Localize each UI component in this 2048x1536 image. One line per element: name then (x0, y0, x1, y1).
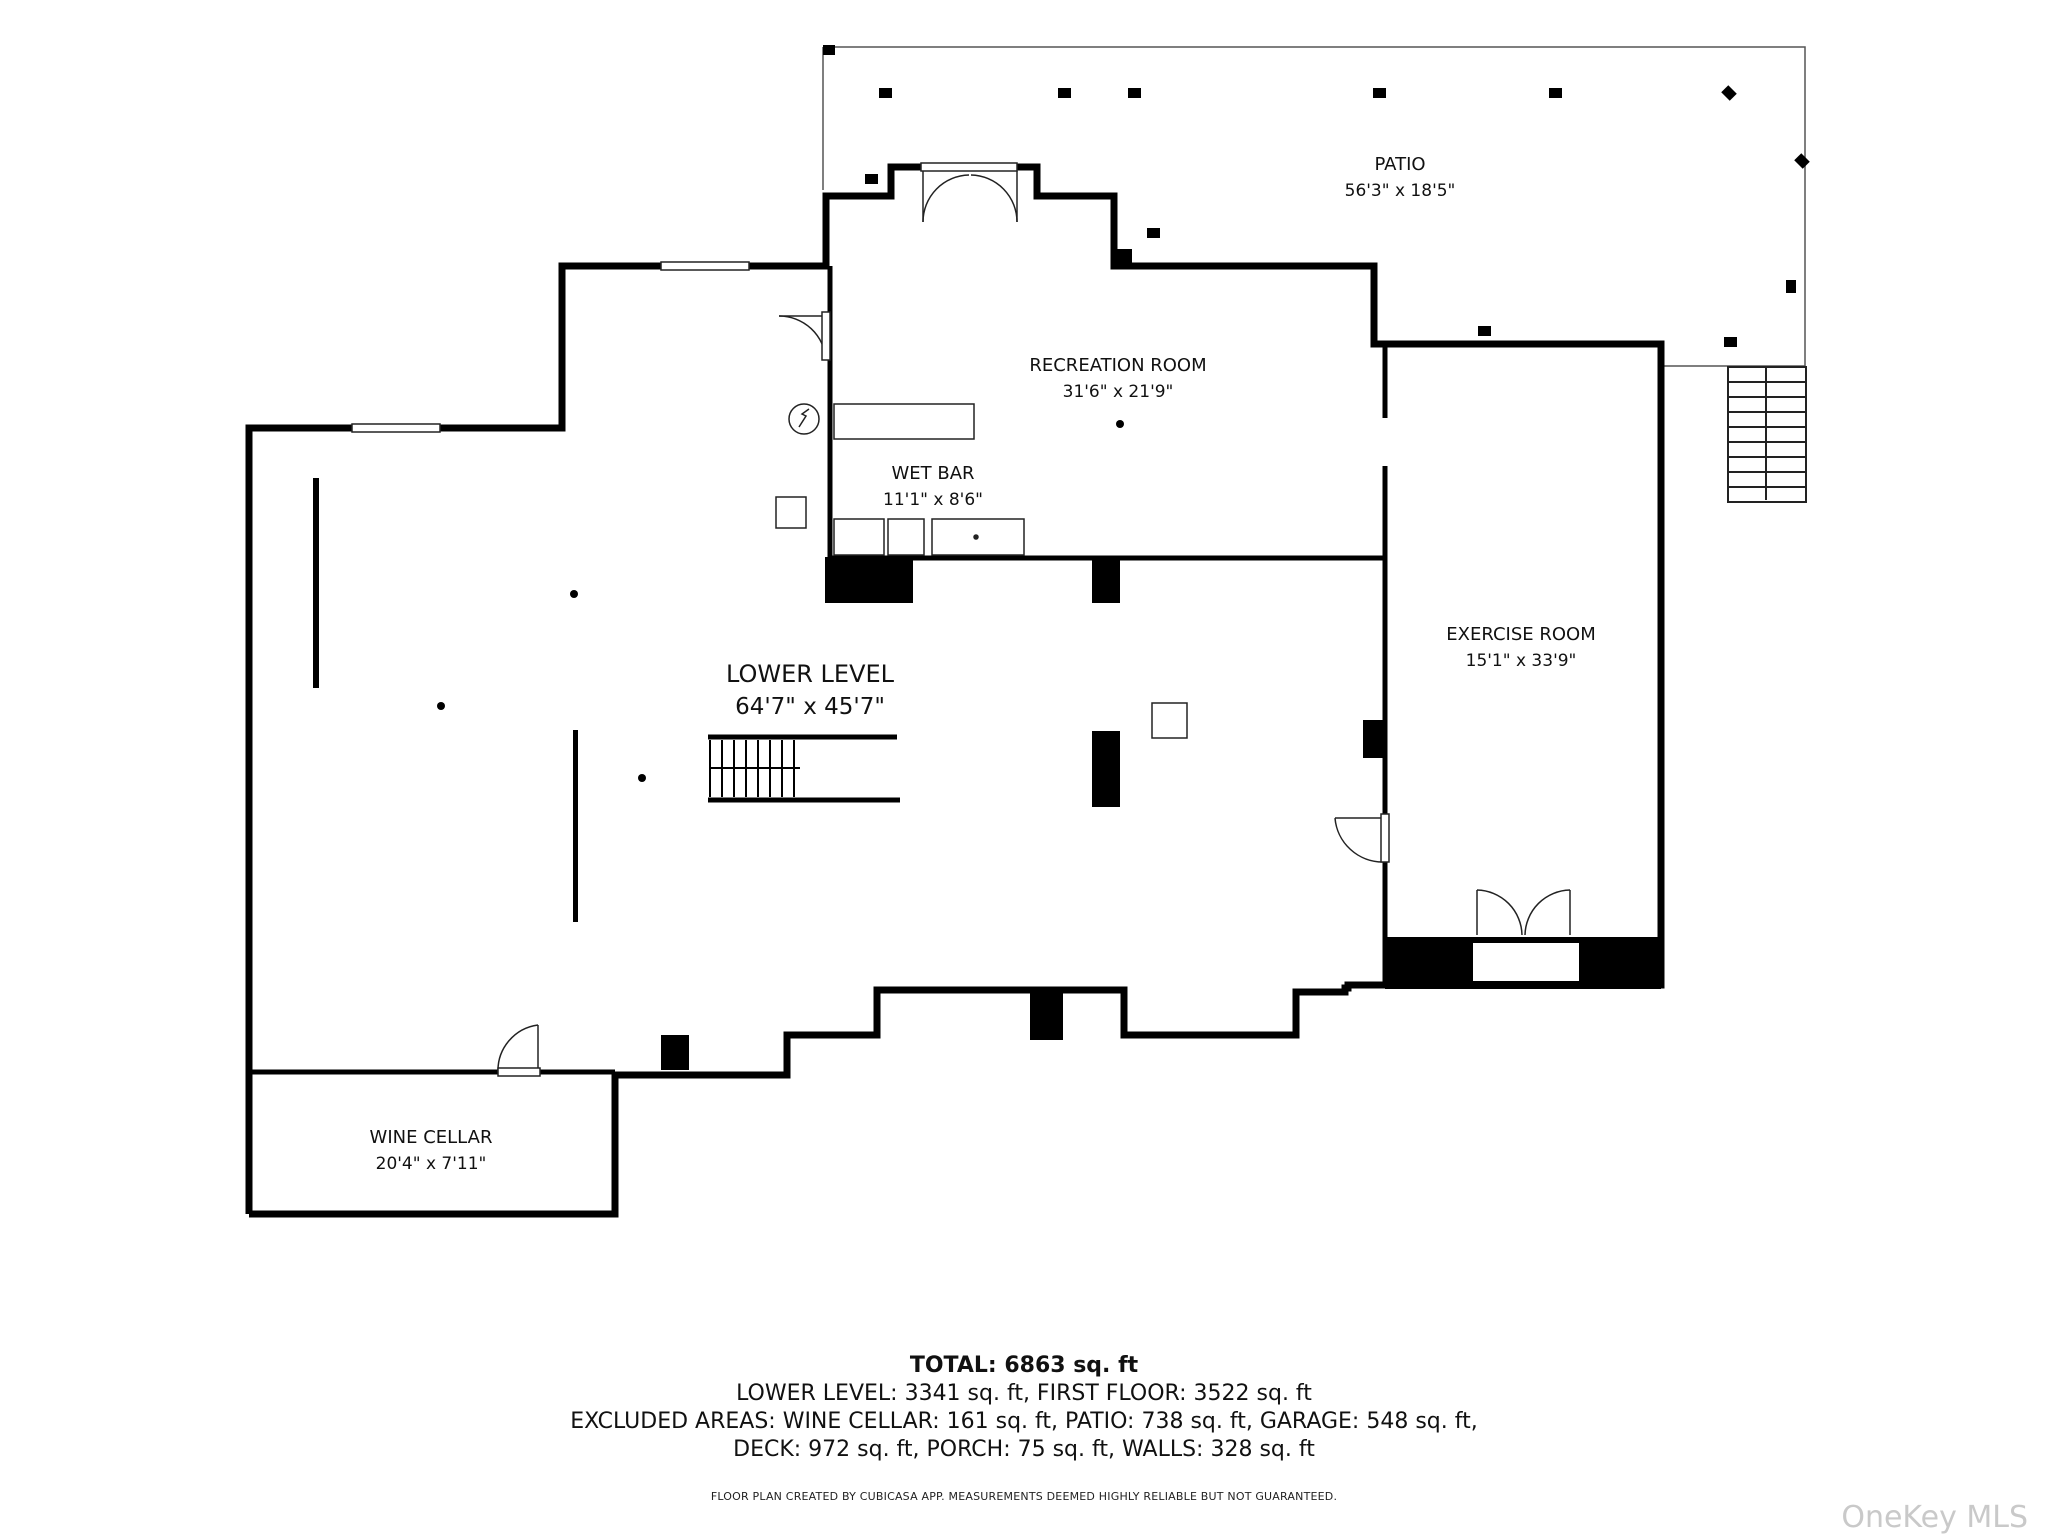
room-patio: PATIO 56'3" x 18'5" (1345, 154, 1456, 201)
patio-area (822, 46, 1806, 367)
patio-dims: 56'3" x 18'5" (1345, 181, 1456, 201)
exercise-room-name: EXERCISE ROOM (1446, 624, 1595, 645)
wet-bar-dims: 11'1" x 8'6" (883, 490, 983, 510)
lower-level-column-box (1151, 702, 1188, 739)
room-wet-bar: WET BAR 11'1" x 8'6" (883, 463, 983, 510)
ceiling-points (437, 420, 1124, 782)
room-exercise: EXERCISE ROOM 15'1" x 33'9" (1446, 624, 1595, 671)
exercise-room-step (1471, 941, 1581, 983)
watermark: OneKey MLS (1841, 1500, 2028, 1535)
lower-level-dims: 64'7" x 45'7" (735, 694, 885, 720)
patio-posts (865, 85, 1810, 347)
interior-partitions (313, 478, 578, 922)
electric-panel-symbol (798, 408, 810, 428)
room-wine-cellar: WINE CELLAR 20'4" x 7'11" (370, 1127, 493, 1174)
patio-corner-post (823, 45, 835, 55)
wet-bar-counters (775, 403, 1025, 556)
total-area: TOTAL: 6863 sq. ft (909, 1353, 1139, 1378)
patio-name: PATIO (1374, 154, 1425, 175)
lower-level-name: LOWER LEVEL (726, 660, 895, 688)
interior-stairs (708, 734, 900, 803)
exterior-wall (245, 163, 1665, 1218)
recreation-room-name: RECREATION ROOM (1029, 355, 1206, 376)
exterior-stairs (1727, 366, 1807, 503)
room-lower-level: LOWER LEVEL 64'7" x 45'7" (726, 660, 895, 720)
summary-line-1: LOWER LEVEL: 3341 sq. ft, FIRST FLOOR: 3… (736, 1381, 1312, 1406)
area-summary: TOTAL: 6863 sq. ft LOWER LEVEL: 3341 sq.… (0, 1352, 2048, 1464)
windows (351, 162, 1018, 433)
room-recreation: RECREATION ROOM 31'6" x 21'9" (1029, 355, 1206, 402)
wine-cellar-name: WINE CELLAR (370, 1127, 493, 1148)
summary-line-2: EXCLUDED AREAS: WINE CELLAR: 161 sq. ft,… (570, 1409, 1478, 1434)
recreation-room-dims: 31'6" x 21'9" (1063, 382, 1174, 402)
disclaimer: FLOOR PLAN CREATED BY CUBICASA APP. MEAS… (710, 1490, 1338, 1503)
wet-bar-name: WET BAR (891, 463, 974, 484)
doors (497, 171, 1571, 1077)
wine-cellar-dims: 20'4" x 7'11" (376, 1154, 487, 1174)
summary-line-3: DECK: 972 sq. ft, PORCH: 75 sq. ft, WALL… (733, 1437, 1315, 1462)
exercise-room-dims: 15'1" x 33'9" (1466, 651, 1577, 671)
